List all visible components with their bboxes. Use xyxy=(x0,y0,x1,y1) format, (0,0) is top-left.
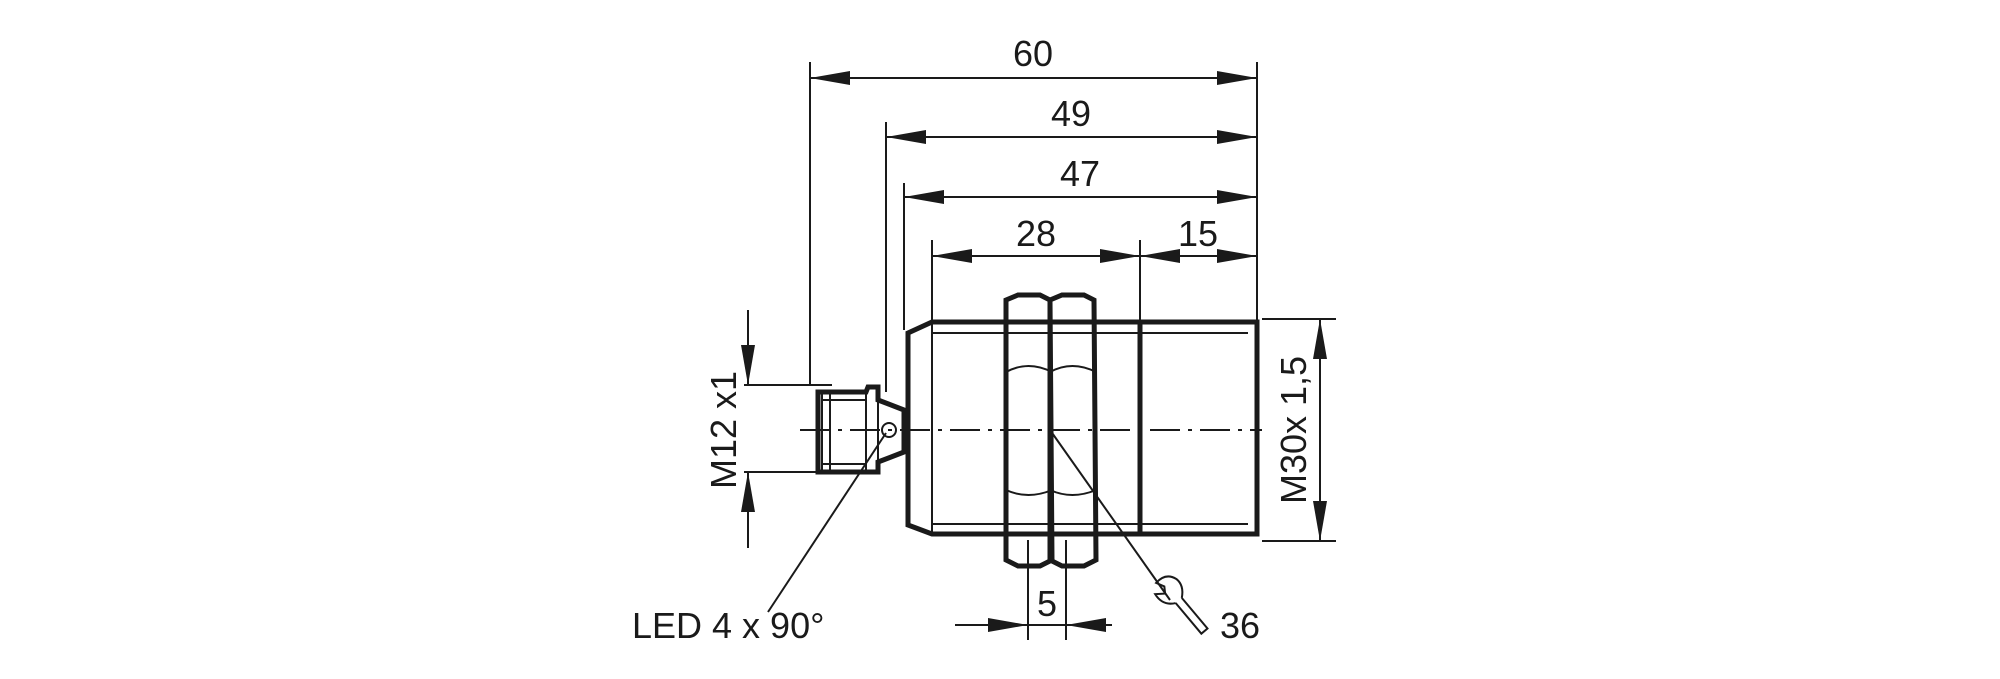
housing-thread-label: M30x 1,5 xyxy=(1273,356,1314,504)
dim-label-15: 15 xyxy=(1178,213,1218,254)
led-leader xyxy=(767,432,887,613)
sensor-body xyxy=(905,319,1260,537)
wrench-icon xyxy=(1153,575,1209,636)
housing-thread-dimension xyxy=(1262,318,1336,542)
dim-label-28: 28 xyxy=(1016,213,1056,254)
dimension-lines xyxy=(810,71,1257,632)
led-label: LED 4 x 90° xyxy=(632,605,825,646)
dim-label-47: 47 xyxy=(1060,153,1100,194)
connector-thread-label: M12 x1 xyxy=(703,371,744,489)
dim-label-wrench-size: 36 xyxy=(1220,605,1260,646)
wrench-leader xyxy=(1049,429,1171,601)
hex-nut-right xyxy=(1047,292,1099,569)
dim-label-60: 60 xyxy=(1013,33,1053,74)
dim-label-5: 5 xyxy=(1037,583,1057,624)
dim-label-49: 49 xyxy=(1051,93,1091,134)
led-indicator xyxy=(881,422,897,438)
extension-lines xyxy=(809,62,1258,640)
